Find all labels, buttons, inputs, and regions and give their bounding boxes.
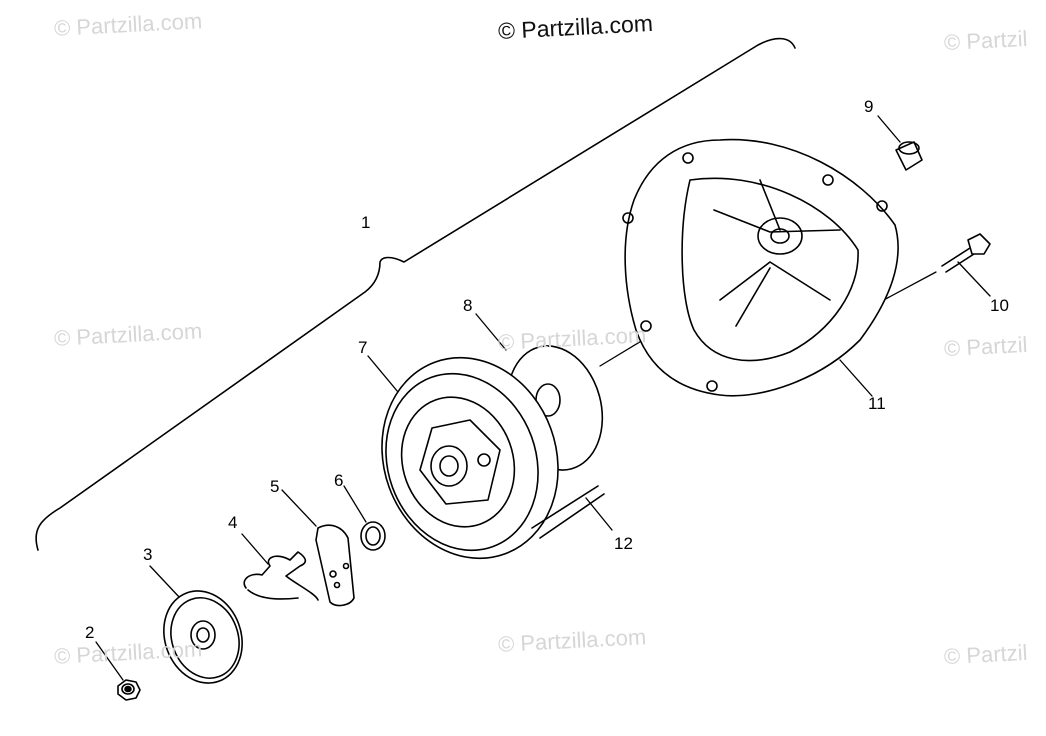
watermark: © Partzil (943, 25, 1029, 56)
callout-7: 7 (358, 338, 368, 357)
callout-12: 12 (614, 534, 633, 553)
part-spring-ring (360, 521, 386, 551)
part-rope (531, 485, 605, 539)
callout-11: 11 (868, 394, 886, 413)
watermark: © Partzil (943, 639, 1029, 670)
callout-1: 1 (361, 213, 371, 232)
part-housing (622, 138, 899, 397)
part-nut (117, 679, 141, 701)
callout-6: 6 (334, 471, 344, 490)
assembly-bracket (35, 37, 796, 551)
part-pawl (315, 524, 355, 607)
part-plate (163, 590, 243, 684)
part-bolt (941, 233, 991, 273)
callout-2: 2 (85, 623, 95, 642)
callout-9: 9 (864, 97, 874, 116)
callout-10: 10 (990, 296, 1009, 315)
callout-3: 3 (143, 545, 153, 564)
callout-4: 4 (228, 513, 238, 532)
callout-5: 5 (270, 477, 280, 496)
part-bushing (895, 141, 923, 171)
part-pulley (381, 356, 559, 560)
part-spring-clip (243, 551, 319, 601)
callout-8: 8 (463, 296, 473, 315)
watermark: © Partzil (943, 331, 1029, 362)
